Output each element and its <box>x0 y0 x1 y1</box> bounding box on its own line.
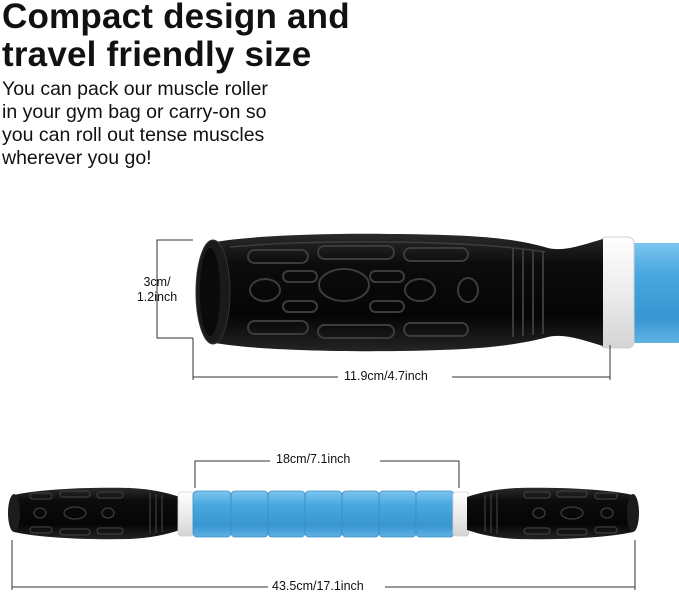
headline-line-2: travel friendly size <box>2 35 312 74</box>
handle-closeup <box>195 233 679 352</box>
closeup-white-ring <box>599 236 635 349</box>
total-length-label: 43.5cm/17.1inch <box>272 579 364 594</box>
right-handle <box>467 487 633 540</box>
right-grip-pattern <box>523 490 618 536</box>
roller-length-label: 18cm/7.1inch <box>276 452 351 467</box>
closeup-grip-pattern <box>247 245 479 339</box>
closeup-handle-body <box>215 233 603 352</box>
left-neck-grooves <box>149 493 163 534</box>
left-white-ring <box>177 491 195 537</box>
right-end-cap <box>627 494 639 532</box>
diameter-label: 3cm/ 1.2inch <box>129 275 185 305</box>
roller-segment <box>230 490 269 538</box>
closeup-blue-roller <box>630 243 679 343</box>
roller-segment <box>378 490 417 538</box>
handle-length-label: 11.9cm/4.7inch <box>344 369 428 384</box>
blue-roller-segments <box>192 490 455 538</box>
closeup-dimension-lines <box>156 239 611 380</box>
description: You can pack our muscle roller in your g… <box>2 78 268 170</box>
roller-segment <box>192 490 232 538</box>
description-line-1: You can pack our muscle roller <box>2 78 268 100</box>
right-neck-grooves <box>484 493 498 534</box>
roller-segment <box>415 490 455 538</box>
left-handle <box>14 487 180 540</box>
description-line-4: wherever you go! <box>2 147 152 169</box>
full-roller <box>8 487 639 540</box>
right-white-ring <box>452 491 470 537</box>
headline-line-1: Compact design and <box>2 0 350 36</box>
closeup-end-cap-inner <box>200 248 220 336</box>
diameter-label-line-2: 1.2inch <box>136 290 178 304</box>
diameter-label-line-1: 3cm/ <box>143 275 171 289</box>
left-end-cap <box>8 494 20 532</box>
left-grip-pattern <box>29 490 124 536</box>
full-roller-dimension-lines <box>11 460 636 590</box>
description-line-3: you can roll out tense muscles <box>2 124 265 146</box>
closeup-neck-grooves <box>512 248 544 337</box>
description-line-2: in your gym bag or carry-on so <box>2 101 267 123</box>
roller-segment <box>341 490 380 538</box>
roller-segment <box>304 490 343 538</box>
headline: Compact design and travel friendly size <box>2 0 350 74</box>
roller-segment <box>267 490 306 538</box>
